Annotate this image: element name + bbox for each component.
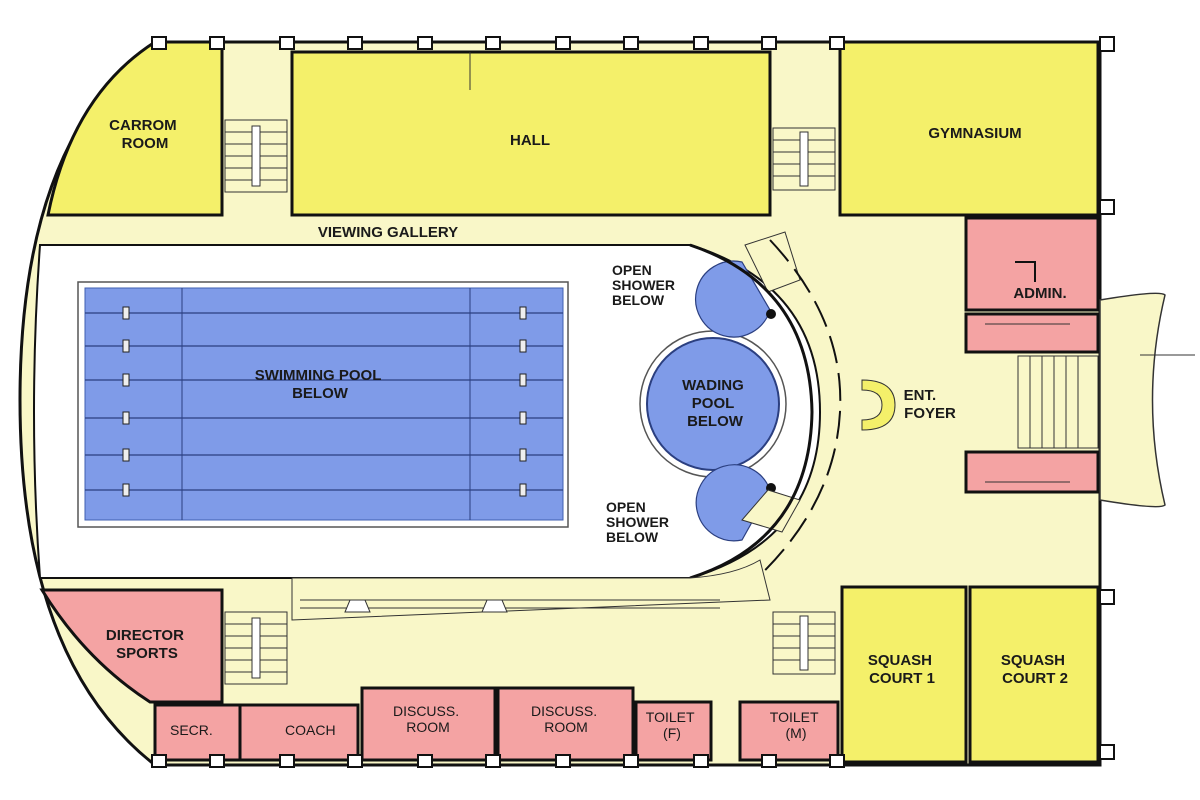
curved-stair-bottom: [741, 489, 801, 533]
curved-wall-outer: [754, 239, 842, 581]
hall: [290, 50, 772, 217]
carrom-room-label: CARROM ROOM: [109, 117, 181, 152]
staircase-right-bottom: [772, 611, 836, 675]
entrance-steps: [1017, 355, 1099, 449]
discuss-room-2: [496, 686, 635, 762]
open-shower-top-label: OPEN SHOWER BELOW: [612, 262, 679, 308]
reception-desk-icon: [861, 379, 896, 431]
open-shower-bottom-label: OPEN SHOWER BELOW: [606, 499, 673, 545]
squash-court-1: [840, 585, 968, 764]
hall-label: HALL: [510, 132, 550, 149]
squash-court-1-label: SQUASH COURT 1: [868, 652, 936, 687]
swimming-pool: [77, 281, 569, 528]
toilet-f-label: TOILET (F): [646, 709, 698, 741]
open-shower-top: [695, 260, 771, 338]
wading-pool: [639, 330, 787, 478]
curved-wall-inner: [689, 243, 814, 580]
gymnasium: [838, 40, 1100, 217]
squash-court-2: [968, 585, 1100, 764]
discuss-room-2-label: DISCUSS. ROOM: [531, 703, 601, 735]
wading-pool-label: WADING POOL BELOW: [682, 377, 748, 430]
staircase-right-top: [772, 127, 836, 191]
column-markers: [151, 36, 1115, 768]
entrance-wall-bottom: [964, 450, 1100, 494]
squash-court-2-label: SQUASH COURT 2: [1001, 652, 1069, 687]
director-sports-room: [39, 588, 224, 704]
discuss-room-1-label: DISCUSS. ROOM: [393, 703, 463, 735]
ent-foyer-label: ENT. FOYER: [904, 387, 956, 422]
staircase-left-bottom: [224, 611, 288, 685]
toilet-m: [738, 700, 840, 762]
bench-icon: [481, 599, 508, 613]
bench-icon: [344, 599, 371, 613]
swimming-pool-label: SWIMMING POOL BELOW: [255, 367, 386, 402]
entrance-wall-top: [964, 312, 1100, 354]
director-sports-label: DIRECTOR SPORTS: [106, 627, 188, 662]
gymnasium-label: GYMNASIUM: [928, 125, 1021, 142]
coach-label: COACH: [285, 722, 336, 738]
lower-corridor: [291, 559, 771, 621]
admin-room: [964, 216, 1100, 312]
entrance-canopy: [1099, 292, 1166, 508]
curved-stair-top: [744, 231, 801, 293]
admin-label: ADMIN.: [1013, 285, 1066, 302]
secr-room: [153, 703, 242, 762]
toilet-f: [634, 700, 713, 762]
secr-label: SECR.: [170, 722, 213, 738]
viewing-gallery-label: VIEWING GALLERY: [318, 224, 458, 241]
coach-room: [238, 703, 360, 762]
staircase-left-top: [224, 119, 288, 193]
toilet-m-label: TOILET (M): [770, 709, 822, 741]
